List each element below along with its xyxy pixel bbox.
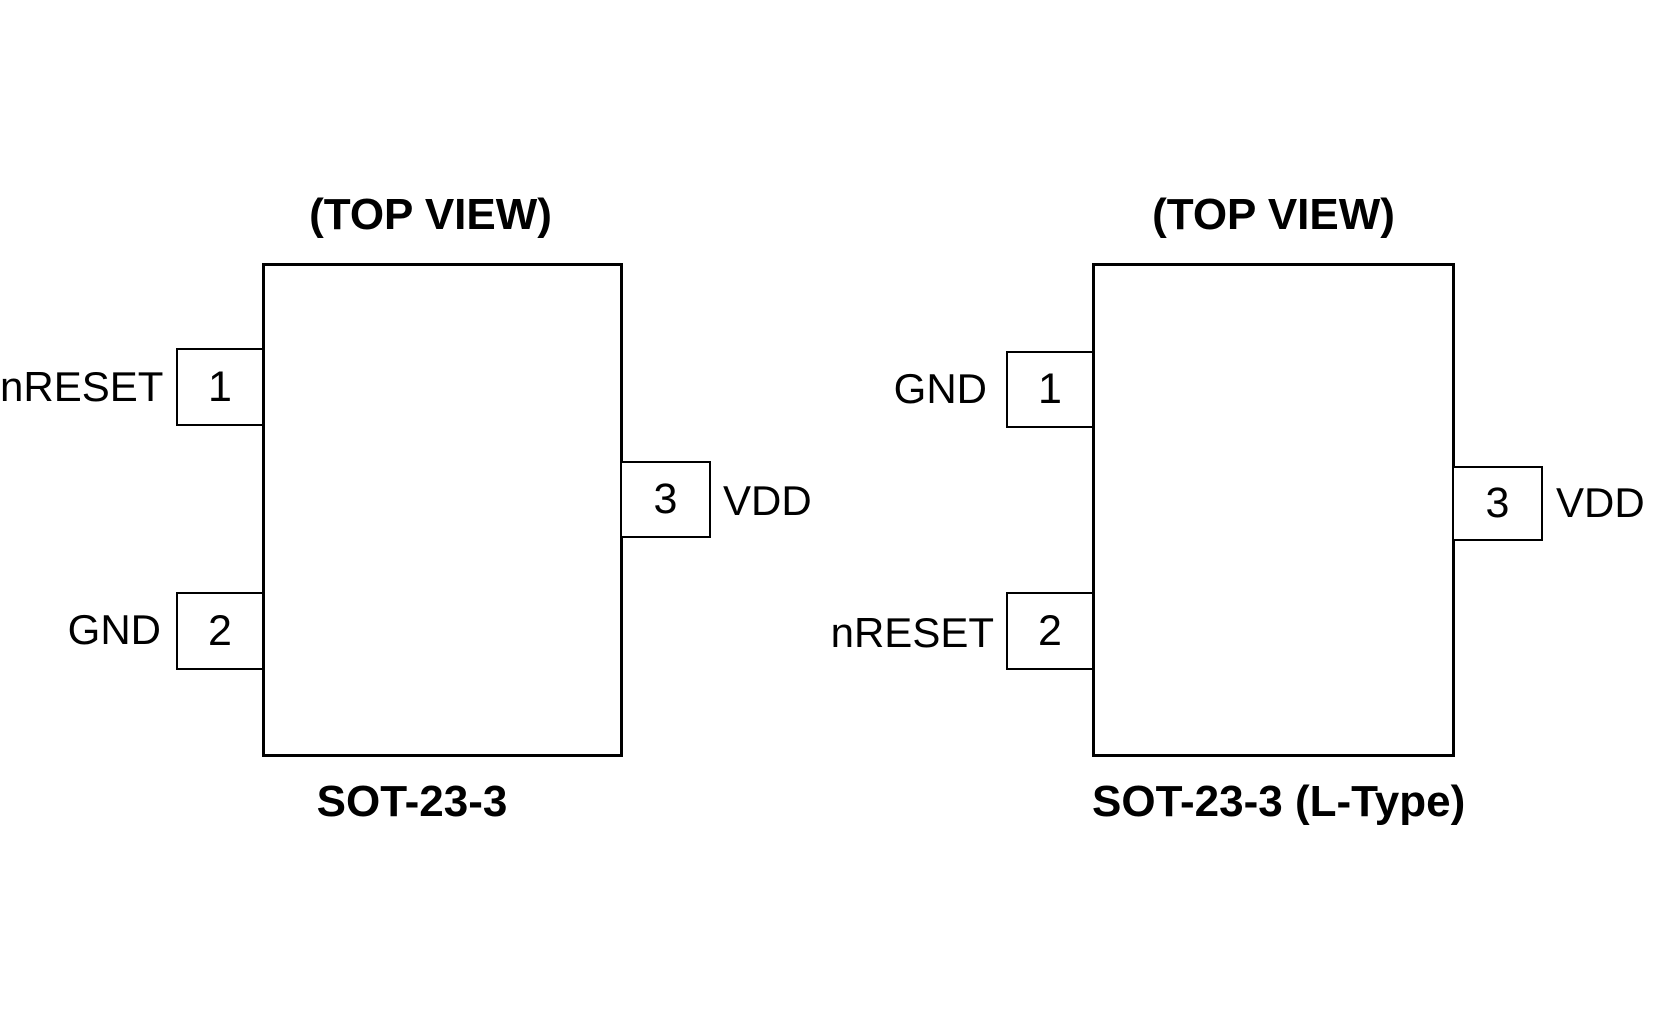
pin-1-label: GND (893, 365, 987, 412)
pin-1-box: 1 (176, 348, 264, 426)
pin-2-label: GND (67, 606, 161, 653)
pin-2-number: 2 (208, 606, 232, 655)
package-body (262, 263, 623, 757)
top-view-title: (TOP VIEW) (1152, 190, 1395, 239)
package-name: SOT-23-3 (L-Type) (1092, 777, 1466, 826)
pin-1-number: 1 (208, 362, 232, 411)
pin-3-box: 3 (620, 461, 711, 538)
pin-3-label: VDD (1556, 479, 1645, 526)
top-view-title: (TOP VIEW) (309, 190, 552, 239)
pin-2-box: 2 (1006, 592, 1094, 670)
pin-2-number: 2 (1038, 606, 1062, 655)
pin-3-number: 3 (1485, 479, 1510, 527)
package-body (1092, 263, 1455, 757)
pin-3-label: VDD (723, 477, 812, 524)
pin-3-number: 3 (653, 475, 678, 523)
package-name: SOT-23-3 (316, 777, 508, 826)
pin-2-label: nRESET (830, 609, 994, 656)
pin-1-label: nRESET (0, 363, 164, 410)
pin-3-box: 3 (1452, 466, 1543, 541)
pin-2-box: 2 (176, 592, 264, 670)
pin-1-number: 1 (1038, 365, 1062, 413)
pin-1-box: 1 (1006, 351, 1094, 428)
